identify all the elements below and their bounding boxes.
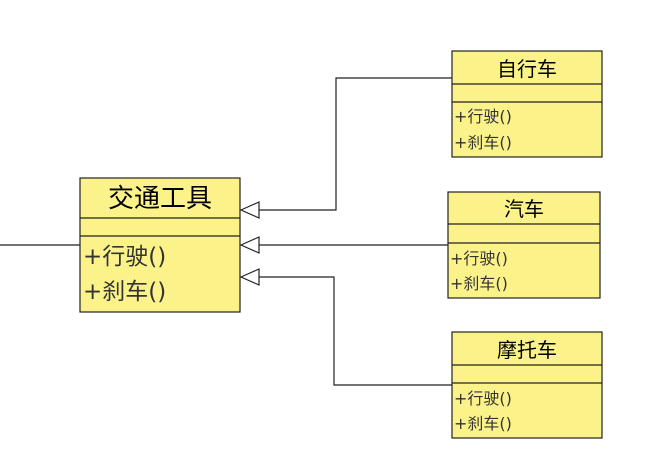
operation: +刹车()	[83, 279, 166, 305]
operation: +行驶()	[454, 107, 512, 126]
class-name: 自行车	[497, 57, 557, 81]
class-name: 交通工具	[108, 184, 212, 214]
class-car: 汽车 +行驶() +刹车()	[447, 191, 601, 299]
generalization-arrowhead	[239, 201, 260, 219]
class-box	[447, 191, 601, 299]
class-box	[79, 177, 241, 313]
operation: +行驶()	[454, 389, 512, 408]
class-box	[451, 50, 603, 158]
class-name: 摩托车	[497, 338, 557, 362]
operation: +刹车()	[454, 133, 512, 152]
operation: +行驶()	[83, 244, 166, 270]
operation: +行驶()	[450, 249, 508, 268]
operation: +刹车()	[450, 274, 508, 293]
class-bicycle: 自行车 +行驶() +刹车()	[451, 50, 603, 158]
class-motorcycle: 摩托车 +行驶() +刹车()	[451, 331, 603, 439]
motorcycle-generalization-line	[259, 276, 452, 386]
class-name: 汽车	[504, 197, 544, 221]
bicycle-generalization-line	[259, 77, 452, 211]
generalization-arrowhead	[239, 268, 260, 286]
class-box	[451, 331, 603, 439]
operation: +刹车()	[454, 414, 512, 433]
class-parent: 交通工具 +行驶() +刹车()	[79, 177, 241, 313]
generalization-arrowhead	[239, 236, 260, 254]
